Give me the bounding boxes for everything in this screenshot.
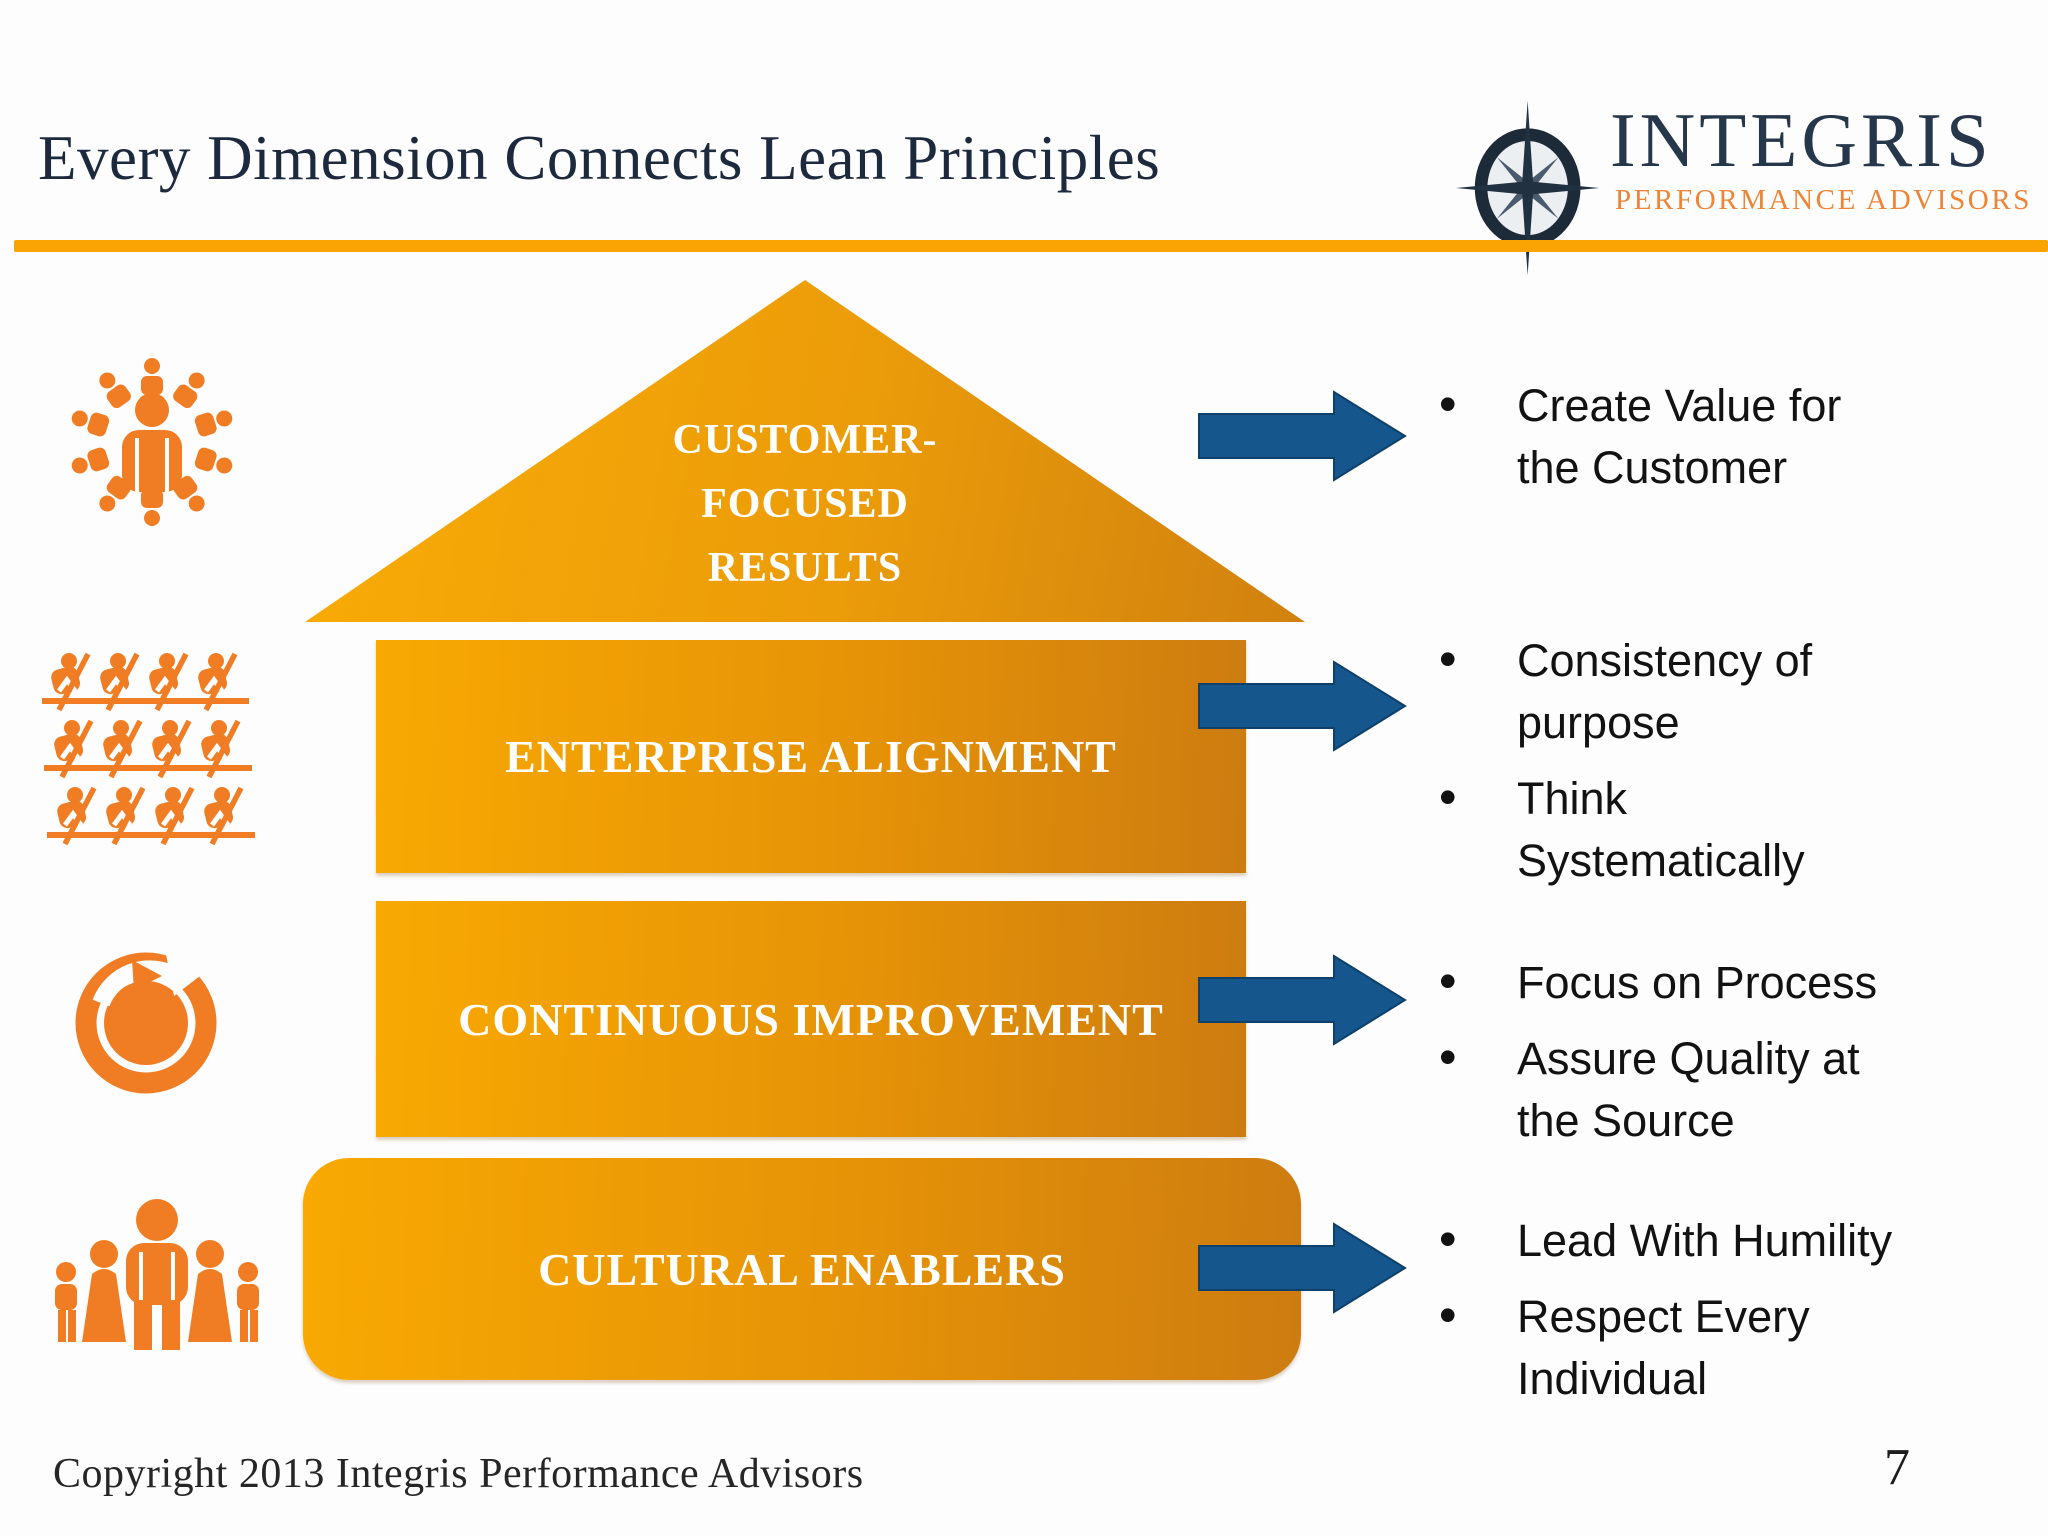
bullet-marker: • — [1439, 1287, 1457, 1343]
logo-brand-text: INTEGRIS — [1610, 97, 1993, 183]
logo-tagline-text: PERFORMANCE ADVISORS — [1615, 184, 2033, 216]
copyright-text: Copyright 2013 Integris Performance Advi… — [53, 1451, 864, 1497]
bullet-marker: • — [1439, 1029, 1457, 1085]
list-item: • Consistency of purpose — [1437, 630, 2027, 754]
slide-title: Every Dimension Connects Lean Principles — [38, 123, 1161, 193]
bullet-text-line: purpose — [1517, 697, 1680, 748]
title-divider-rule — [14, 240, 2048, 252]
bar-label: ENTERPRISE ALIGNMENT — [505, 731, 1117, 782]
bar-enterprise-alignment: ENTERPRISE ALIGNMENT — [376, 640, 1246, 873]
bullet-text-line: the Customer — [1517, 442, 1788, 493]
customer-community-icon — [71, 358, 233, 526]
list-item: • Lead With Humility — [1437, 1210, 2027, 1272]
bullet-text-line: Lead With Humility — [1517, 1215, 1893, 1266]
arrow-right-icon — [1198, 390, 1407, 482]
arrow-right-icon — [1198, 954, 1407, 1046]
page-number: 7 — [1884, 1439, 1910, 1496]
bullet-text-line: Assure Quality at — [1517, 1033, 1860, 1084]
arrow-right-icon — [1198, 1222, 1407, 1314]
roof-label: CUSTOMER- FOCUSED RESULTS — [555, 408, 1055, 600]
principles-group-enterprise-alignment: • Consistency of purpose • Think Systema… — [1437, 630, 2027, 892]
bullet-text-line: the Source — [1517, 1095, 1735, 1146]
bullet-text-line: Consistency of — [1517, 635, 1813, 686]
list-item: • Create Value for the Customer — [1437, 375, 2027, 499]
family-icon — [55, 1199, 259, 1350]
bullet-text-line: Individual — [1517, 1353, 1708, 1404]
roof-label-line: FOCUSED — [701, 481, 909, 527]
bullet-text-line: Focus on Process — [1517, 957, 1878, 1008]
list-item: • Assure Quality at the Source — [1437, 1028, 2027, 1152]
bullet-marker: • — [1439, 1211, 1457, 1267]
list-item: • Respect Every Individual — [1437, 1286, 2027, 1410]
bar-label: CULTURAL ENABLERS — [538, 1243, 1066, 1295]
principles-group-customer-focused-results: • Create Value for the Customer — [1437, 375, 2027, 499]
list-item: • Focus on Process — [1437, 952, 2027, 1014]
bar-continuous-improvement: CONTINUOUS IMPROVEMENT — [376, 901, 1246, 1137]
compass-rose-icon — [1455, 100, 1600, 276]
bullet-marker: • — [1439, 376, 1457, 432]
integris-logo: INTEGRIS PERFORMANCE ADVISORS — [1452, 84, 2048, 276]
continuous-cycle-icon — [75, 944, 218, 1094]
principles-group-cultural-enablers: • Lead With Humility • Respect Every Ind… — [1437, 1210, 2027, 1410]
rowing-teams-icon — [42, 652, 257, 852]
arrow-right-icon — [1198, 660, 1407, 752]
bullet-text-line: Systematically — [1517, 835, 1805, 886]
roof-label-line: RESULTS — [707, 545, 903, 591]
list-item: • Think Systematically — [1437, 768, 2027, 892]
bullet-text-line: Create Value for — [1517, 380, 1842, 431]
bullet-marker: • — [1439, 953, 1457, 1009]
bar-cultural-enablers: CULTURAL ENABLERS — [303, 1158, 1301, 1380]
bullet-text-line: Respect Every — [1517, 1291, 1810, 1342]
principles-group-continuous-improvement: • Focus on Process • Assure Quality at t… — [1437, 952, 2027, 1152]
roof-label-line: CUSTOMER- — [672, 417, 938, 463]
bullet-marker: • — [1439, 769, 1457, 825]
bullet-marker: • — [1439, 631, 1457, 687]
bar-label: CONTINUOUS IMPROVEMENT — [458, 993, 1164, 1045]
bullet-text-line: Think — [1517, 773, 1628, 824]
